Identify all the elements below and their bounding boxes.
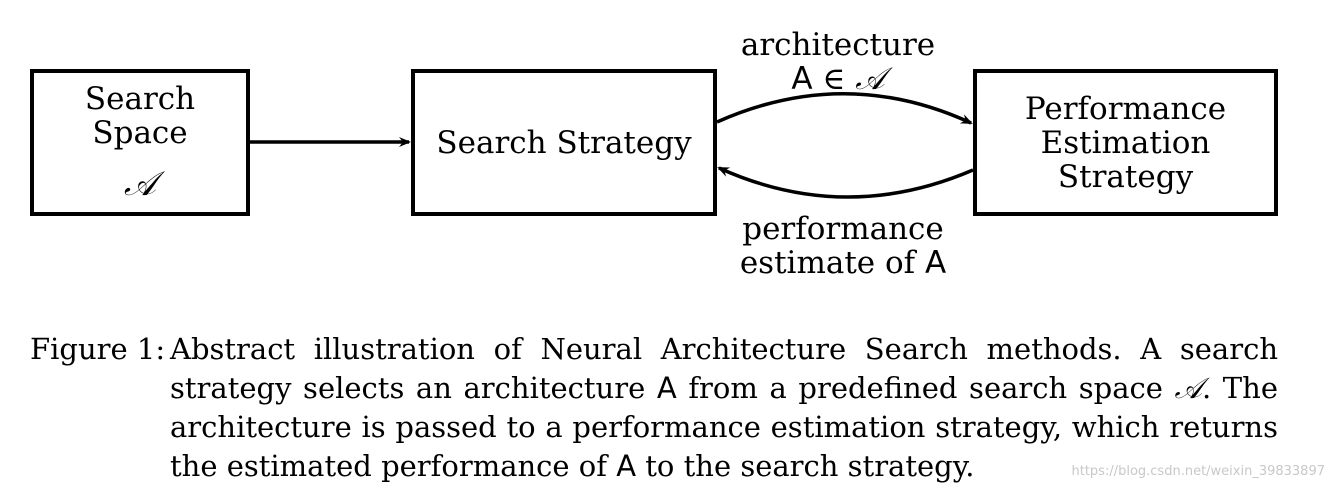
diagram-arrows: [250, 92, 974, 199]
figure-label: Figure 1:: [30, 332, 166, 366]
performance-estimation-box: Performance Estimation Strategy: [973, 69, 1278, 216]
performance-label-line2: estimate of A: [728, 246, 958, 280]
caption-var-a: A: [656, 371, 677, 405]
search-space-box: Search Space 𝒜: [30, 69, 250, 216]
caption-var-space: 𝒜: [1174, 371, 1202, 405]
performance-line-3: Strategy: [1057, 158, 1194, 195]
caption-segment: Abstract illustration of Neural Architec…: [170, 332, 1278, 405]
architecture-label-line2: A ∈ 𝒜: [738, 62, 938, 96]
search-space-symbol: 𝒜: [123, 163, 157, 204]
architecture-edge-label: architecture A ∈ 𝒜: [738, 28, 938, 96]
search-strategy-box: Search Strategy: [411, 69, 717, 216]
nas-diagram: Search Space 𝒜 Search Strategy Performan…: [30, 28, 1278, 280]
caption-segment: from a predefined search space: [676, 371, 1175, 405]
estimate-of-text: estimate of: [739, 245, 925, 281]
search-strategy-title: Search Strategy: [436, 124, 692, 161]
architecture-var: A: [791, 61, 813, 97]
search-space-title: Search Space: [84, 80, 196, 151]
caption-var-a: A: [616, 449, 637, 483]
performance-label-line1: performance: [742, 211, 944, 247]
caption-text: Abstract illustration of Neural Architec…: [170, 330, 1278, 486]
performance-line-2: Estimation: [1040, 124, 1211, 161]
caption-segment: . The architecture is passed to a perfor…: [170, 371, 1278, 483]
arrow-performance-to-strategy: [717, 166, 974, 199]
caption-segment: to the search strategy.: [636, 449, 975, 483]
arrow-strategy-to-performance: [716, 92, 973, 125]
search-space-var: 𝒜: [855, 61, 885, 97]
element-of-symbol: ∈: [812, 61, 856, 97]
architecture-label-line1: architecture: [740, 27, 936, 63]
performance-edge-label: performance estimate of A: [728, 212, 958, 280]
performance-line-1: Performance: [1024, 90, 1227, 127]
architecture-var: A: [924, 245, 947, 281]
watermark: https://blog.csdn.net/weixin_39833897: [1071, 464, 1325, 479]
